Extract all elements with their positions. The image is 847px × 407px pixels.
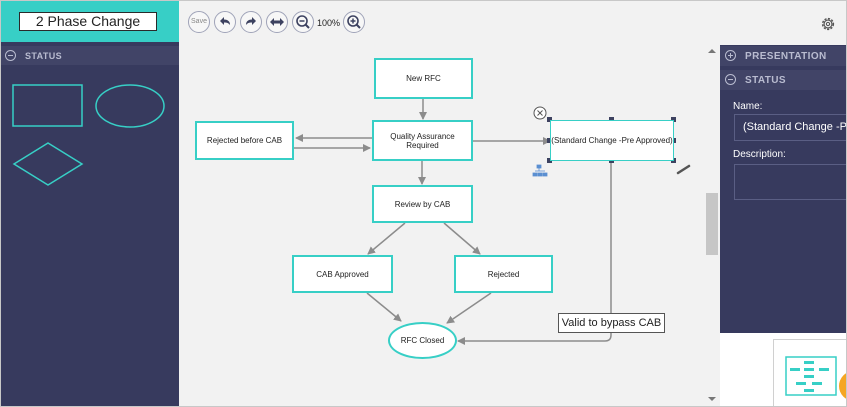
title-bar: 2 Phase Change <box>1 1 179 42</box>
node-new-rfc[interactable]: New RFC <box>374 58 473 99</box>
zoom-in-button[interactable] <box>343 11 365 33</box>
shape-palette <box>12 84 165 186</box>
zoom-out-button[interactable] <box>292 11 314 33</box>
workflow-title[interactable]: 2 Phase Change <box>19 12 157 31</box>
status-section-header[interactable]: STATUS <box>1 46 179 65</box>
node-rejected[interactable]: Rejected <box>454 255 553 293</box>
left-panel: 2 Phase Change STATUS <box>1 1 179 406</box>
presentation-section-label: PRESENTATION <box>745 51 827 62</box>
ellipse-shape[interactable] <box>95 84 165 128</box>
zoom-level: 100% <box>317 18 341 28</box>
node-standard-change[interactable]: (Standard Change -Pre Approved) <box>550 120 674 161</box>
minimap[interactable] <box>773 339 846 406</box>
undo-button[interactable] <box>214 11 236 33</box>
expand-icon[interactable] <box>725 50 736 61</box>
connector-review-approved[interactable] <box>367 222 406 255</box>
undo-icon <box>220 17 230 25</box>
presentation-section-header[interactable]: PRESENTATION <box>720 46 846 66</box>
name-field[interactable]: (Standard Change -Pre Approved) <box>734 114 846 141</box>
save-button-label: Save <box>191 18 207 25</box>
connector-rejected-closed[interactable] <box>446 292 492 324</box>
transition-label[interactable]: Valid to bypass CAB <box>558 313 665 333</box>
scroll-up-icon[interactable] <box>707 47 717 55</box>
rectangle-shape[interactable] <box>12 84 83 127</box>
collapse-icon[interactable] <box>725 74 736 85</box>
minimap-preview-icon <box>785 356 837 396</box>
toolbar: Save 100% <box>179 1 846 45</box>
node-rejected-before-cab[interactable]: Rejected before CAB <box>195 121 294 160</box>
status-properties-header[interactable]: STATUS <box>720 70 846 90</box>
connector-standard-closed[interactable] <box>457 161 612 345</box>
collapse-icon[interactable] <box>5 50 16 61</box>
zoom-in-icon <box>347 15 361 29</box>
scrollbar-thumb[interactable] <box>706 193 718 255</box>
connect-handle-icon[interactable] <box>676 164 691 175</box>
redo-button[interactable] <box>240 11 262 33</box>
connector-approved-closed[interactable] <box>366 292 402 322</box>
properties-panel: PRESENTATION STATUS Name: (Standard Chan… <box>720 45 846 333</box>
status-properties-label: STATUS <box>745 75 786 86</box>
connector-review-rejected[interactable] <box>443 222 481 255</box>
fit-width-icon <box>270 18 284 26</box>
node-qa-required[interactable]: Quality Assurance Required <box>372 120 473 161</box>
redo-icon <box>246 17 256 25</box>
name-label: Name: <box>733 101 763 112</box>
description-field[interactable] <box>734 164 846 200</box>
gear-icon[interactable] <box>819 15 837 33</box>
status-section-label: STATUS <box>25 51 63 61</box>
description-label: Description: <box>733 149 786 160</box>
delete-node-icon[interactable] <box>533 106 547 120</box>
diamond-shape[interactable] <box>12 142 84 186</box>
scroll-down-icon[interactable] <box>707 395 717 403</box>
save-button[interactable]: Save <box>188 11 210 33</box>
node-rfc-closed[interactable]: RFC Closed <box>388 322 457 359</box>
node-review-by-cab[interactable]: Review by CAB <box>372 185 473 223</box>
hierarchy-icon[interactable] <box>532 164 548 177</box>
help-bubble[interactable] <box>839 371 846 401</box>
fit-width-button[interactable] <box>266 11 288 33</box>
node-cab-approved[interactable]: CAB Approved <box>292 255 393 293</box>
zoom-out-icon <box>296 15 310 29</box>
